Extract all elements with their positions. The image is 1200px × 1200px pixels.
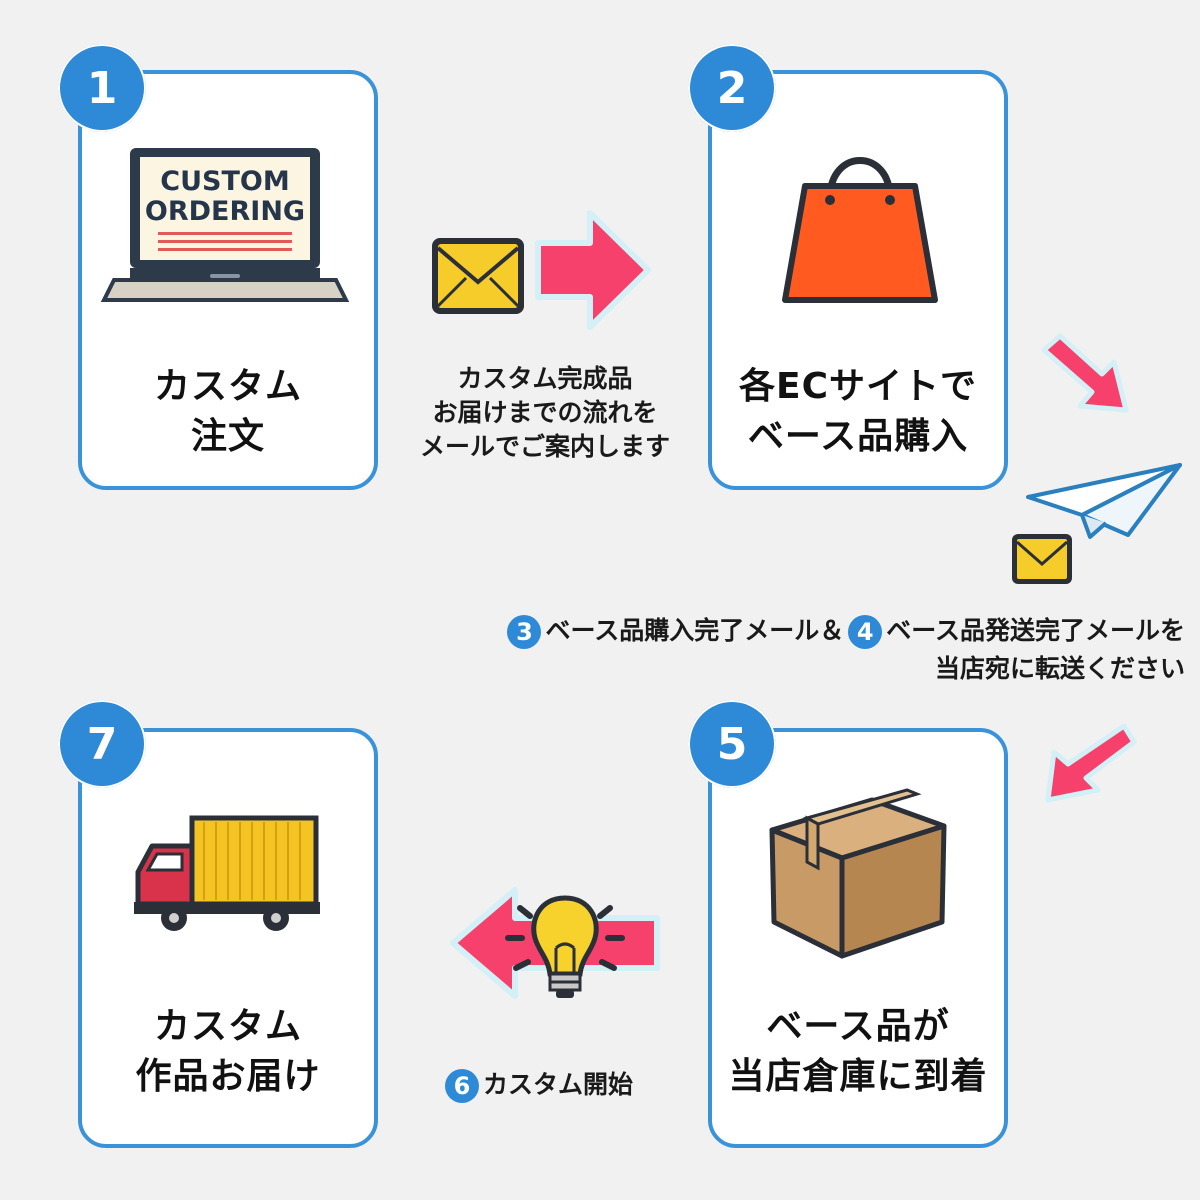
arrow-down-right-icon — [1041, 333, 1129, 413]
laptop-screen-line1: CUSTOM — [160, 166, 289, 197]
mail-info-line2: お届けまでの流れを — [432, 398, 658, 427]
step-5-label-line2: 当店倉庫に到着 — [728, 1056, 988, 1097]
forward-text-3: ベース品購入完了メール＆ — [545, 616, 845, 645]
custom-start-text: カスタム開始 — [483, 1070, 634, 1099]
step-1-label-line1: カスタム — [153, 366, 302, 407]
arrow-right-icon — [535, 210, 651, 330]
small-envelope-icon — [1012, 534, 1072, 584]
forward-line2: 当店宛に転送ください — [934, 654, 1185, 683]
arrow-down-left-icon — [1045, 723, 1137, 803]
paper-plane-icon — [1026, 463, 1182, 539]
lightbulb-icon — [505, 895, 625, 998]
mail-info-line3: メールでご案内します — [419, 432, 670, 461]
truck-icon — [134, 815, 320, 931]
step-5-label: ベース品が 当店倉庫に到着 — [708, 1002, 1008, 1102]
step-2-label: 各ECサイトで ベース品購入 — [708, 362, 1008, 462]
shopping-bag-icon — [782, 157, 938, 303]
step-badge-2: 2 — [688, 44, 776, 132]
forward-text-4: ベース品発送完了メールを — [886, 616, 1185, 645]
mail-info-line1: カスタム完成品 — [457, 364, 633, 393]
step-card-7 — [78, 728, 378, 1148]
step-badge-7: 7 — [58, 700, 146, 788]
envelope-icon — [432, 238, 524, 314]
step-1-label-line2: 注文 — [190, 416, 265, 457]
step-badge-1: 1 — [58, 44, 146, 132]
laptop-icon: CUSTOM ORDERING — [100, 148, 350, 302]
step-7-label-line1: カスタム — [153, 1006, 302, 1047]
cardboard-box-icon — [769, 788, 947, 959]
laptop-screen-line2: ORDERING — [145, 196, 305, 227]
step-badge-3: 3 — [507, 615, 542, 649]
mail-info-note: カスタム完成品 お届けまでの流れを メールでご案内します — [395, 362, 695, 464]
step-1-label: カスタム 注文 — [78, 362, 378, 462]
step-7-label-line2: 作品お届け — [135, 1056, 321, 1097]
step-badge-4: 4 — [848, 615, 883, 649]
step-2-label-line1: 各ECサイトで — [738, 366, 977, 407]
step-badge-5: 5 — [688, 700, 776, 788]
step-badge-6: 6 — [445, 1069, 479, 1103]
step-5-label-line1: ベース品が — [766, 1006, 950, 1047]
step-2-label-line2: ベース品購入 — [747, 416, 969, 457]
step-7-label: カスタム 作品お届け — [78, 1002, 378, 1102]
